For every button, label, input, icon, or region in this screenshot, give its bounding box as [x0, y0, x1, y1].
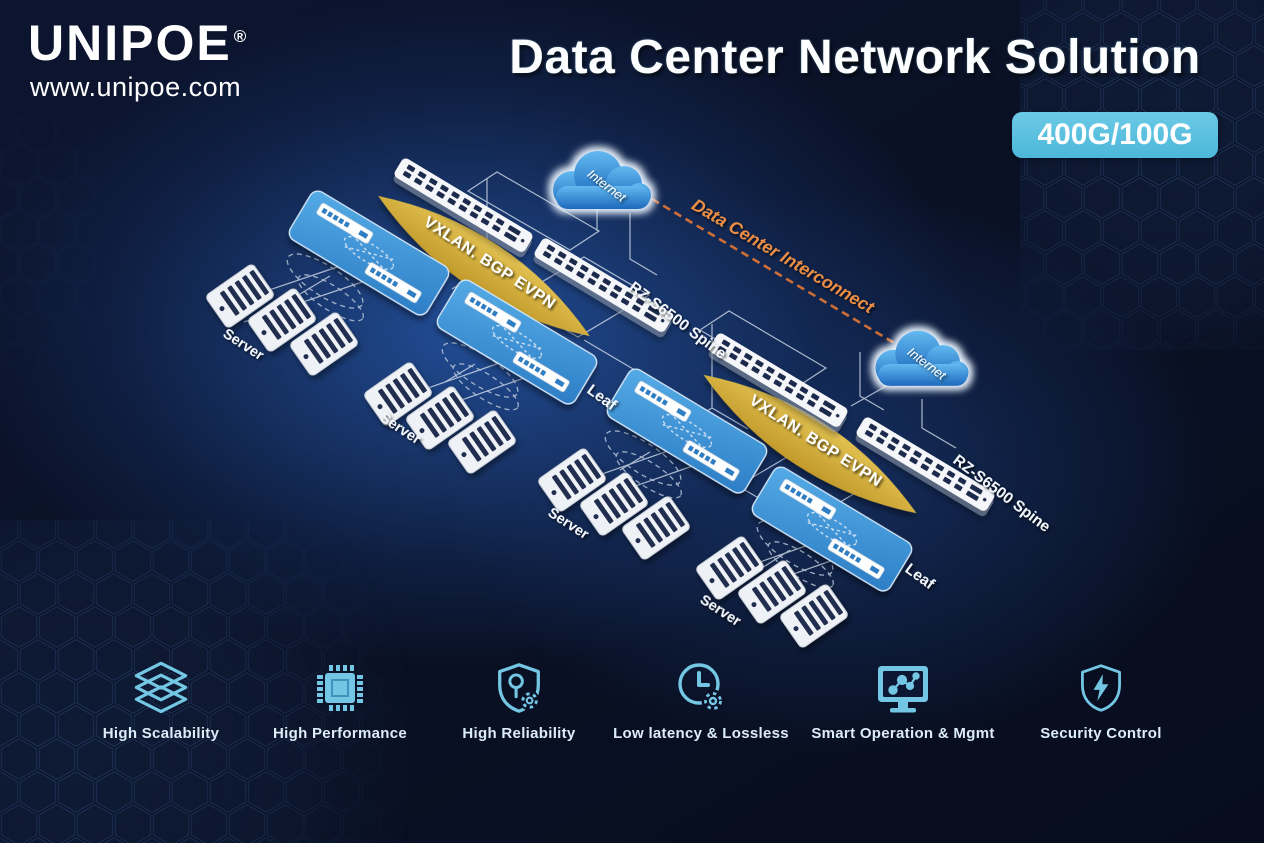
feature-low-latency: Low latency & Lossless	[586, 656, 816, 742]
server-stack	[205, 263, 359, 377]
feature-label: High Performance	[273, 725, 407, 742]
features-bar: High Scalability High Performance	[0, 656, 1264, 756]
feature-label: High Scalability	[102, 725, 220, 742]
logo-text: UNIPOE®	[28, 15, 249, 71]
layers-icon	[46, 656, 276, 716]
feature-label: High Reliability	[462, 725, 576, 742]
feature-label: Security Control	[1040, 725, 1162, 742]
brand-logo: UNIPOE® www.unipoe.com	[28, 18, 248, 103]
feature-security-control: Security Control	[986, 656, 1216, 742]
feature-label: Low latency & Lossless	[613, 725, 789, 742]
feature-high-scalability: High Scalability	[46, 656, 276, 742]
feature-high-performance: High Performance	[225, 656, 455, 742]
shield-lightning-icon	[986, 656, 1216, 716]
clock-gear-icon	[586, 656, 816, 716]
page-title: Data Center Network Solution	[509, 31, 1201, 84]
monitor-network-icon	[788, 656, 1018, 716]
dci-label: Data Center Interconnect	[688, 194, 878, 317]
shield-key-icon	[404, 656, 634, 716]
feature-high-reliability: High Reliability	[404, 656, 634, 742]
speed-badge: 400G/100G	[1012, 112, 1218, 158]
server-stack	[537, 447, 691, 561]
registered-mark: ®	[233, 27, 249, 47]
feature-label: Smart Operation & Mgmt	[811, 725, 995, 742]
feature-smart-operation: Smart Operation & Mgmt	[788, 656, 1018, 742]
leaf-label: Leaf	[902, 560, 938, 593]
cpu-icon	[225, 656, 455, 716]
website-url: www.unipoe.com	[30, 72, 242, 102]
dci-dashed-line	[651, 197, 897, 346]
